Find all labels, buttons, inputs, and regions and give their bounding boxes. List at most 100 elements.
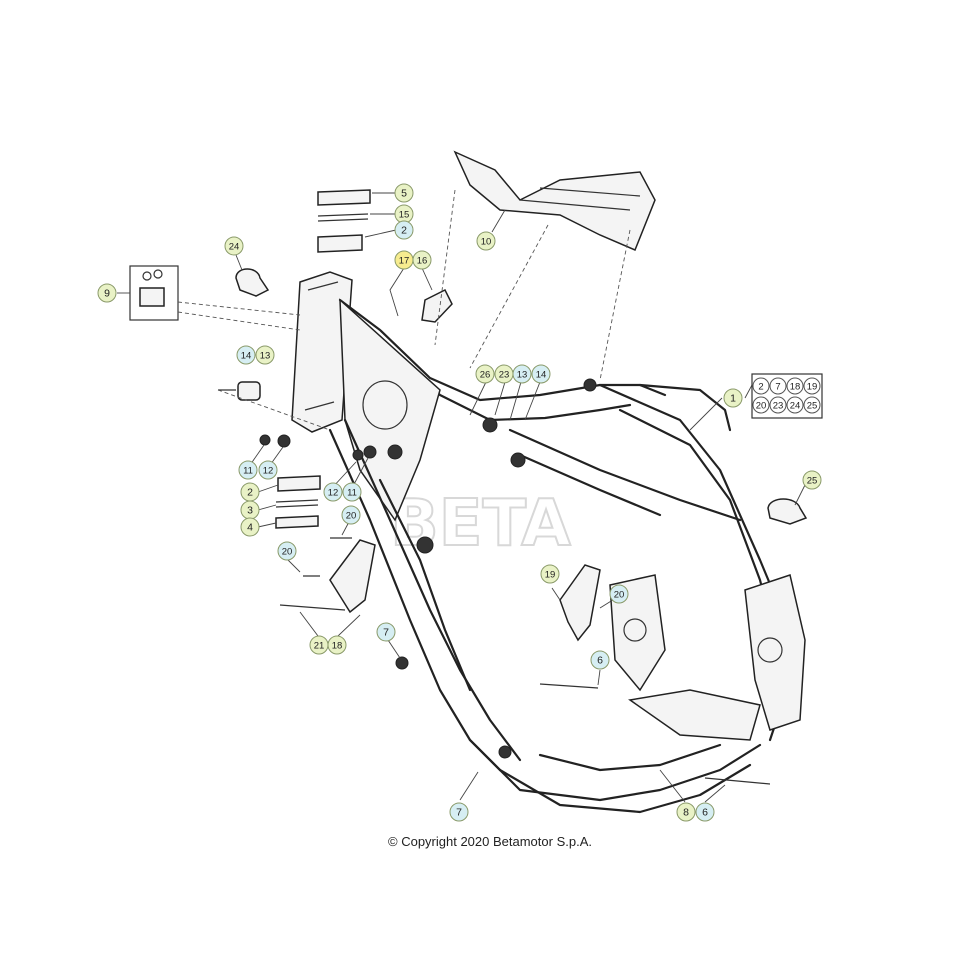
callout-label: 8 (683, 807, 689, 819)
callout-circle (590, 650, 610, 670)
copyright-notice: © Copyright 2020 Betamotor S.p.A. (388, 834, 592, 849)
callout-label: 12 (328, 488, 339, 499)
kit-item-20: 20 (752, 396, 770, 414)
callout-label: 18 (332, 641, 343, 652)
kit-item-circle (752, 396, 770, 414)
steering-head (291, 271, 353, 433)
kit-item-circle (786, 396, 804, 414)
callout-circle (277, 541, 297, 561)
callout-9: 9 (97, 283, 117, 303)
callout-circle (258, 460, 278, 480)
callout-circle (342, 482, 362, 502)
callout-circle (327, 635, 347, 655)
callout-circle (476, 231, 496, 251)
callout-label: 9 (104, 288, 110, 300)
callout-label: 7 (456, 807, 462, 819)
callout-label: 2 (401, 225, 407, 237)
callout-21: 21 (309, 635, 329, 655)
callout-circle (224, 236, 244, 256)
kit-item-label: 7 (775, 382, 780, 393)
callout-label: 4 (247, 522, 253, 534)
callout-circle (723, 388, 743, 408)
watermark: BETA (390, 487, 571, 561)
callout-circle (540, 564, 560, 584)
callout-circle (609, 584, 629, 604)
callout-circle (802, 470, 822, 490)
callout-15: 15 (394, 204, 414, 224)
callout-circle (240, 517, 260, 537)
callout-label: 20 (346, 511, 357, 522)
callout-6: 6 (695, 802, 715, 822)
kit-item-19: 19 (803, 377, 821, 395)
callout-circle (238, 460, 258, 480)
pivot-plate (609, 574, 666, 692)
callout-12: 12 (258, 460, 278, 480)
kit-item-23: 23 (769, 396, 787, 414)
leader-lines (117, 189, 806, 803)
frame-drawing (291, 271, 806, 814)
kit-item-circle (803, 396, 821, 414)
callout-circle (412, 250, 432, 270)
callout-13: 13 (255, 345, 275, 365)
callout-circle (394, 183, 414, 203)
callout-label: 11 (243, 466, 253, 477)
callout-25: 25 (802, 470, 822, 490)
callout-label: 11 (347, 488, 357, 499)
callout-label: 15 (399, 210, 410, 221)
callout-circle (97, 283, 117, 303)
callout-circle (236, 345, 256, 365)
callout-label: 1 (730, 393, 736, 405)
callout-4: 4 (240, 517, 260, 537)
kit-item-circle (803, 377, 821, 395)
callout-20: 20 (341, 505, 361, 525)
callout-circle (376, 622, 396, 642)
callout-23: 23 (494, 364, 514, 384)
callout-1: 1 (723, 388, 743, 408)
callout-label: 6 (702, 807, 708, 819)
callout-24: 24 (224, 236, 244, 256)
callout-20: 20 (609, 584, 629, 604)
callout-20: 20 (277, 541, 297, 561)
kit-item-label: 25 (807, 401, 818, 412)
kit-item-circle (769, 396, 787, 414)
callout-label: 14 (241, 351, 252, 362)
callout-5: 5 (394, 183, 414, 203)
callout-7: 7 (376, 622, 396, 642)
kit-item-2: 2 (752, 377, 770, 395)
kit-item-label: 24 (790, 401, 801, 412)
callout-circle (255, 345, 275, 365)
callout-label: 7 (383, 627, 389, 639)
callout-label: 23 (499, 370, 510, 381)
callout-label: 10 (481, 237, 492, 248)
kit-item-circle (786, 377, 804, 395)
callout-26: 26 (475, 364, 495, 384)
callout-label: 12 (263, 466, 274, 477)
callout-8: 8 (676, 802, 696, 822)
callout-6: 6 (590, 650, 610, 670)
callout-2: 2 (240, 482, 260, 502)
callout-label: 19 (545, 570, 556, 581)
callout-label: 25 (807, 476, 818, 487)
kit-item-label: 20 (756, 401, 767, 412)
callout-circle (512, 364, 532, 384)
callout-label: 3 (247, 505, 253, 517)
callout-14: 14 (236, 345, 256, 365)
callout-label: 13 (517, 370, 528, 381)
callout-circle (341, 505, 361, 525)
callout-label: 24 (229, 242, 240, 253)
callout-circle (475, 364, 495, 384)
callout-circle (449, 802, 469, 822)
skid-bracket (453, 150, 656, 251)
callout-11: 11 (342, 482, 362, 502)
callout-13: 13 (512, 364, 532, 384)
callout-label: 13 (260, 351, 271, 362)
callout-label: 20 (614, 590, 625, 601)
kit-legend (751, 373, 823, 419)
callout-label: 6 (597, 655, 603, 667)
callout-label: 5 (401, 188, 407, 200)
callout-14: 14 (531, 364, 551, 384)
callout-16: 16 (412, 250, 432, 270)
kit-item-25: 25 (803, 396, 821, 414)
kit-item-circle (769, 377, 787, 395)
